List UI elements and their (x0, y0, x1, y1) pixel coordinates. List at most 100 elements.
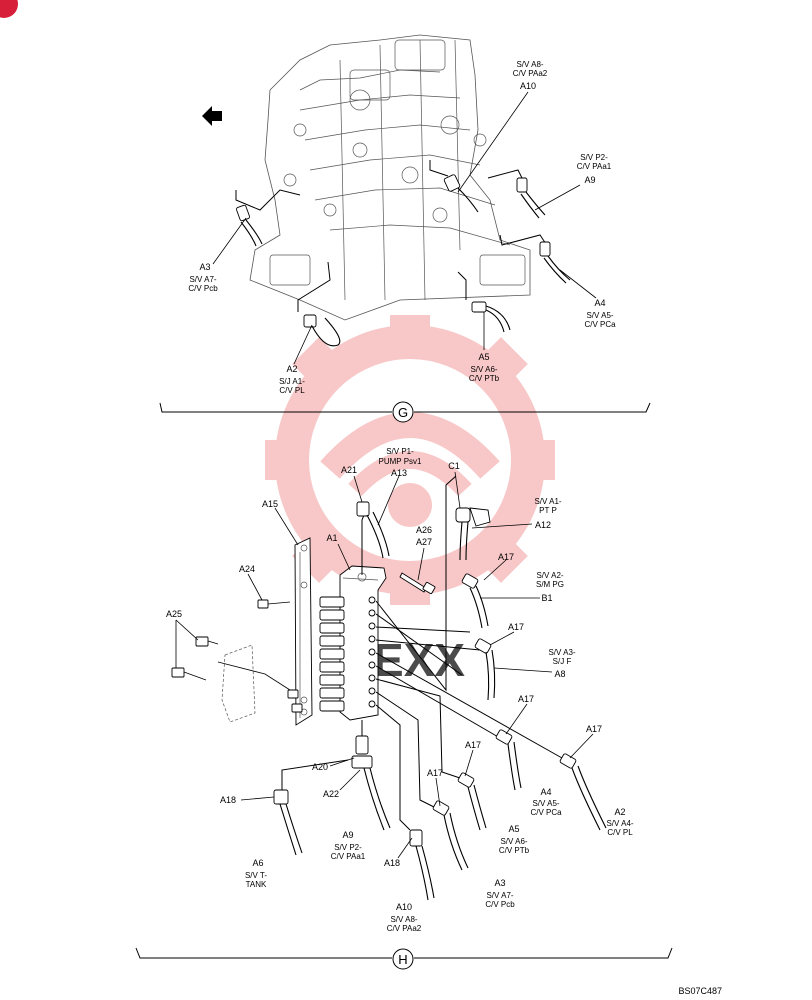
label-g-a10: S/V A8- C/V PAa2 A10 (513, 60, 548, 91)
label-h-a18-a6: A18 A6 S/V T- TANK (220, 795, 267, 889)
label-h-a9: A9 S/V P2- C/V PAa1 (331, 830, 366, 861)
svg-text:C/V PTb: C/V PTb (499, 846, 530, 855)
svg-text:A3: A3 (494, 878, 505, 888)
svg-text:C/V PL: C/V PL (279, 386, 305, 395)
svg-text:S/V T-: S/V T- (245, 871, 267, 880)
fitting-a17-a5 (457, 772, 487, 831)
svg-text:C/V PAa2: C/V PAa2 (387, 924, 422, 933)
svg-text:A6: A6 (252, 858, 263, 868)
fitting-a17-a3 (432, 800, 469, 871)
label-h-a1-pt: S/V A1- PT P A12 (534, 497, 561, 530)
svg-text:C1: C1 (448, 461, 460, 471)
svg-text:PT P: PT P (539, 506, 557, 515)
fitting-a20-a9 (351, 735, 391, 831)
label-g-a9: S/V P2- C/V PAa1 A9 (577, 153, 612, 185)
svg-text:S/V A1-: S/V A1- (534, 497, 561, 506)
fitting-a21 (356, 501, 390, 559)
connector-a5-g (471, 301, 511, 333)
svg-text:A12: A12 (535, 520, 551, 530)
svg-text:C/V Pcb: C/V Pcb (485, 900, 515, 909)
svg-text:S/V A3-: S/V A3- (548, 648, 575, 657)
svg-text:B1: B1 (541, 593, 552, 603)
solenoid-valve-block (339, 565, 387, 721)
svg-text:S/J A1-: S/J A1- (279, 377, 305, 386)
svg-text:A4: A4 (594, 298, 605, 308)
svg-text:A2: A2 (286, 364, 297, 374)
fitting-a17-a2 (559, 753, 607, 831)
svg-text:A3: A3 (199, 262, 210, 272)
label-h-a17-a3: A17 A3 S/V A7- C/V Pcb (427, 768, 515, 909)
label-h-a17-a8: A17 S/V A3- S/J F A8 (508, 622, 576, 679)
svg-text:A1: A1 (326, 533, 337, 543)
fitting-c1 (455, 507, 491, 561)
svg-text:PUMP Psv1: PUMP Psv1 (379, 457, 423, 466)
svg-text:C/V PAa1: C/V PAa1 (577, 162, 612, 171)
svg-text:A5: A5 (478, 352, 489, 362)
fitting-a17-a8 (474, 638, 496, 701)
label-h-a17-b1: A17 S/V A2- S/M PG B1 (498, 552, 564, 603)
control-valve-block (249, 34, 531, 321)
section-g: S/V A8- C/V PAa2 A10 S/V P2- C/V PAa1 A9… (159, 34, 651, 423)
label-h-a1: A1 (326, 533, 337, 543)
label-g-a3: A3 S/V A7- C/V Pcb (188, 262, 218, 293)
svg-text:A2: A2 (614, 807, 625, 817)
svg-text:S/V A7-: S/V A7- (486, 891, 513, 900)
connector-a9-g (516, 177, 546, 219)
svg-text:A17: A17 (518, 694, 534, 704)
svg-text:C/V PAa2: C/V PAa2 (513, 69, 548, 78)
connector-a10-g (443, 174, 479, 213)
svg-text:A25: A25 (166, 609, 182, 619)
svg-text:A17: A17 (465, 740, 481, 750)
bolt-a25-upper (195, 636, 219, 647)
svg-text:A17: A17 (427, 768, 443, 778)
label-h-a18-a10: A18 A10 S/V A8- C/V PAa2 (384, 858, 422, 933)
label-h-a17-a2: A17 A2 S/V A4- C/V PL (586, 724, 634, 837)
label-h-top: S/V P1- PUMP Psv1 A13 A21 C1 (341, 447, 460, 478)
svg-text:S/V A8-: S/V A8- (390, 915, 417, 924)
section-marker-g: G (398, 405, 408, 420)
fitting-a18-a10 (409, 829, 435, 901)
svg-text:S/V P2-: S/V P2- (334, 843, 362, 852)
svg-text:A9: A9 (584, 175, 595, 185)
corner-badge (0, 0, 18, 18)
label-h-a24: A24 (239, 564, 255, 574)
bolt-a26-a27 (399, 572, 436, 595)
fitting-a17-b1 (461, 573, 489, 629)
svg-text:A10: A10 (520, 81, 536, 91)
svg-text:A13: A13 (391, 468, 407, 478)
section-bracket-g: G (159, 401, 651, 423)
bolt-a24 (257, 599, 291, 609)
svg-text:C/V PCa: C/V PCa (530, 808, 562, 817)
bolt-right-bracket (287, 689, 303, 713)
mount-plate (217, 644, 291, 723)
bracket-a15 (294, 537, 313, 726)
svg-text:C/V PTb: C/V PTb (469, 374, 500, 383)
svg-text:A24: A24 (239, 564, 255, 574)
svg-text:A27: A27 (416, 537, 432, 547)
svg-text:A21: A21 (341, 465, 357, 475)
svg-text:S/J F: S/J F (553, 657, 572, 666)
section-h: S/V P1- PUMP Psv1 A13 A21 C1 S/V A1- PT … (135, 447, 673, 970)
svg-text:A10: A10 (396, 902, 412, 912)
svg-text:S/V A4-: S/V A4- (606, 819, 633, 828)
label-h-a20-a22: A20 A22 (312, 762, 339, 799)
svg-text:C/V Pcb: C/V Pcb (188, 284, 218, 293)
svg-text:S/V A8-: S/V A8- (516, 60, 543, 69)
section-marker-h: H (398, 952, 407, 967)
label-g-a4: A4 S/V A5- C/V PCa (584, 298, 616, 329)
svg-text:A26: A26 (416, 525, 432, 535)
connector-a4-g (539, 241, 571, 284)
svg-text:A20: A20 (312, 762, 328, 772)
svg-text:A15: A15 (262, 499, 278, 509)
direction-arrow-icon (202, 106, 222, 126)
svg-text:A18: A18 (220, 795, 236, 805)
svg-text:S/M PG: S/M PG (536, 580, 564, 589)
solenoid-coils (319, 596, 376, 712)
svg-text:C/V PL: C/V PL (607, 828, 633, 837)
svg-text:S/V A6-: S/V A6- (470, 365, 497, 374)
svg-text:S/V P2-: S/V P2- (580, 153, 608, 162)
svg-text:A17: A17 (498, 552, 514, 562)
label-h-a26-a27: A26 A27 (416, 525, 432, 547)
label-g-a2: A2 S/J A1- C/V PL (279, 364, 305, 395)
svg-text:A17: A17 (586, 724, 602, 734)
